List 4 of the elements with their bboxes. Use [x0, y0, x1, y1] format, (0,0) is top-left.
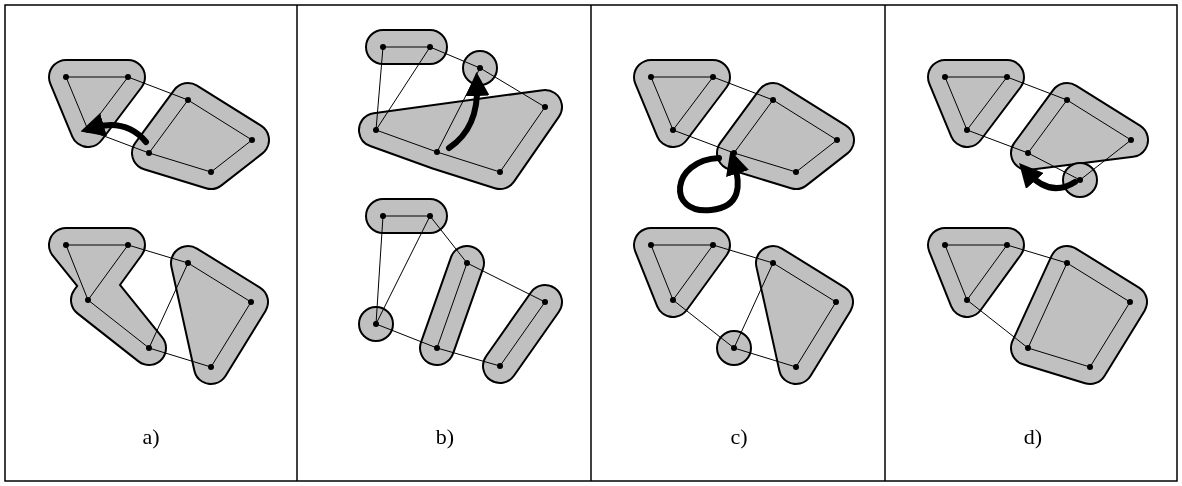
panel-label: c): [729, 424, 749, 450]
panel-label: b): [434, 424, 456, 450]
panel-label: a): [141, 424, 161, 450]
panel-label: d): [1022, 424, 1044, 450]
